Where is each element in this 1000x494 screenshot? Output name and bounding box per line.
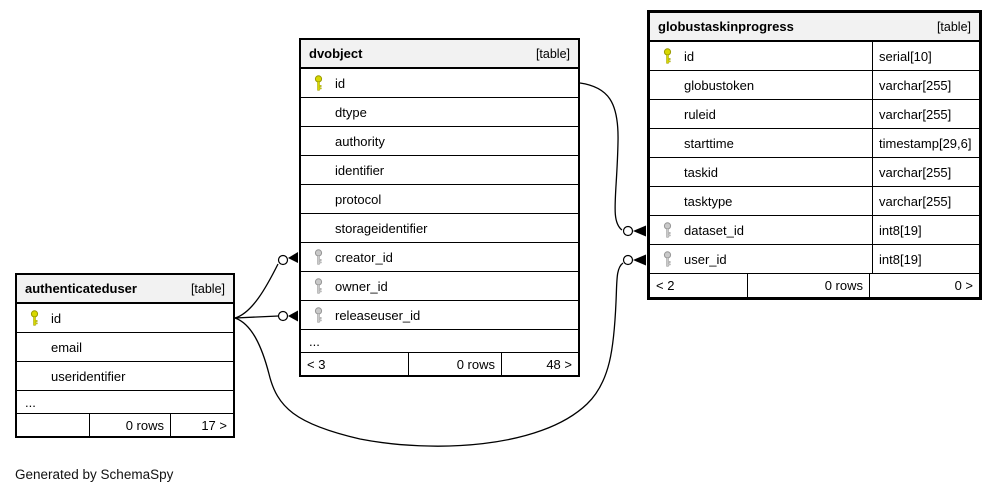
column-name: ruleid — [684, 106, 716, 122]
table-footer: < 3 0 rows 48 > — [301, 353, 578, 375]
relationship-authenticateduser-id-to-dvobject-releaseuser-id — [234, 310, 298, 322]
column-row-tasktype: tasktype varchar[255] — [650, 187, 979, 216]
column-row-id: id — [301, 69, 578, 98]
column-type: varchar[255] — [872, 187, 979, 215]
fk-arrowhead — [633, 254, 646, 266]
more-columns-ellipsis: ... — [17, 391, 233, 414]
nullable-fk-circle — [277, 310, 289, 322]
column-row-email: email — [17, 333, 233, 362]
footer-parents-count: 48 > — [501, 353, 578, 375]
column-type: int8[19] — [872, 245, 979, 273]
table-header-authenticateduser[interactable]: authenticateduser [table] — [17, 275, 233, 304]
column-row-dtype: dtype — [301, 98, 578, 127]
generator-note: Generated by SchemaSpy — [15, 467, 174, 482]
primary-key-icon — [301, 74, 335, 92]
table-authenticateduser: authenticateduser [table] id email useri… — [15, 273, 235, 438]
column-name: protocol — [335, 191, 382, 207]
column-name: dtype — [335, 104, 367, 120]
table-type-badge: [table] — [190, 281, 225, 296]
column-name: user_id — [684, 251, 727, 267]
nullable-fk-circle — [277, 254, 289, 266]
column-row-owner-id: owner_id — [301, 272, 578, 301]
column-name: id — [51, 310, 62, 326]
column-row-useridentifier: useridentifier — [17, 362, 233, 391]
fk-arrowhead — [288, 310, 298, 322]
fk-arrowhead — [633, 225, 646, 237]
foreign-key-icon — [301, 277, 335, 295]
column-row-user-id: user_id int8[19] — [650, 245, 979, 274]
table-title: dvobject — [309, 46, 363, 61]
column-row-releaseuser-id: releaseuser_id — [301, 301, 578, 330]
column-name: useridentifier — [51, 368, 126, 384]
footer-parents-count: 17 > — [170, 414, 233, 436]
column-row-ruleid: ruleid varchar[255] — [650, 100, 979, 129]
primary-key-icon — [650, 47, 684, 65]
table-title: globustaskinprogress — [658, 19, 794, 34]
column-name: id — [335, 75, 346, 91]
footer-children-count: < 3 — [307, 356, 326, 372]
column-row-identifier: identifier — [301, 156, 578, 185]
table-type-badge: [table] — [535, 46, 570, 61]
column-name: id — [684, 48, 695, 64]
table-globustaskinprogress: globustaskinprogress [table] id serial[1… — [647, 10, 982, 300]
column-name: creator_id — [335, 249, 393, 265]
table-footer: < 2 0 rows 0 > — [650, 274, 979, 297]
footer-children-count — [17, 414, 89, 436]
foreign-key-icon — [301, 306, 335, 324]
column-type: serial[10] — [872, 42, 979, 70]
column-name: authority — [335, 133, 385, 149]
nullable-fk-circle — [622, 225, 634, 237]
nullable-fk-circle — [622, 254, 634, 266]
fk-arrowhead — [288, 252, 298, 263]
column-type: varchar[255] — [872, 71, 979, 99]
column-type: timestamp[29,6] — [872, 129, 979, 157]
more-columns-ellipsis: ... — [301, 330, 578, 353]
column-type: varchar[255] — [872, 100, 979, 128]
column-name: tasktype — [684, 193, 733, 209]
footer-parents-count: 0 > — [869, 274, 979, 297]
table-footer: 0 rows 17 > — [17, 414, 233, 436]
column-name: releaseuser_id — [335, 307, 421, 323]
column-name: owner_id — [335, 278, 388, 294]
relationship-authenticateduser-id-to-dvobject-creator-id — [234, 252, 298, 319]
column-type: int8[19] — [872, 216, 979, 244]
foreign-key-icon — [650, 250, 684, 268]
relationship-dvobject-id-to-globustaskinprogress-dataset-id — [579, 82, 646, 237]
column-row-starttime: starttime timestamp[29,6] — [650, 129, 979, 158]
column-row-globustoken: globustoken varchar[255] — [650, 71, 979, 100]
footer-row-count: 0 rows — [408, 353, 501, 375]
column-name: email — [51, 339, 83, 355]
column-row-dataset-id: dataset_id int8[19] — [650, 216, 979, 245]
table-dvobject: dvobject [table] id dtype authority iden… — [299, 38, 580, 377]
column-type: varchar[255] — [872, 158, 979, 186]
foreign-key-icon — [650, 221, 684, 239]
column-row-creator-id: creator_id — [301, 243, 578, 272]
column-name: dataset_id — [684, 222, 744, 238]
primary-key-icon — [17, 309, 51, 327]
column-row-taskid: taskid varchar[255] — [650, 158, 979, 187]
column-row-id: id serial[10] — [650, 42, 979, 71]
footer-children-count: < 2 — [656, 278, 675, 293]
column-name: starttime — [684, 135, 734, 151]
column-row-id: id — [17, 304, 233, 333]
footer-row-count: 0 rows — [89, 414, 170, 436]
column-name: taskid — [684, 164, 718, 180]
column-row-storageidentifier: storageidentifier — [301, 214, 578, 243]
column-row-protocol: protocol — [301, 185, 578, 214]
table-type-badge: [table] — [936, 19, 971, 34]
column-name: globustoken — [684, 77, 755, 93]
table-header-dvobject[interactable]: dvobject [table] — [301, 40, 578, 69]
column-name: identifier — [335, 162, 385, 178]
foreign-key-icon — [301, 248, 335, 266]
table-title: authenticateduser — [25, 281, 137, 296]
column-row-authority: authority — [301, 127, 578, 156]
footer-row-count: 0 rows — [747, 274, 869, 297]
column-name: storageidentifier — [335, 220, 428, 236]
table-header-globustaskinprogress[interactable]: globustaskinprogress [table] — [650, 13, 979, 42]
